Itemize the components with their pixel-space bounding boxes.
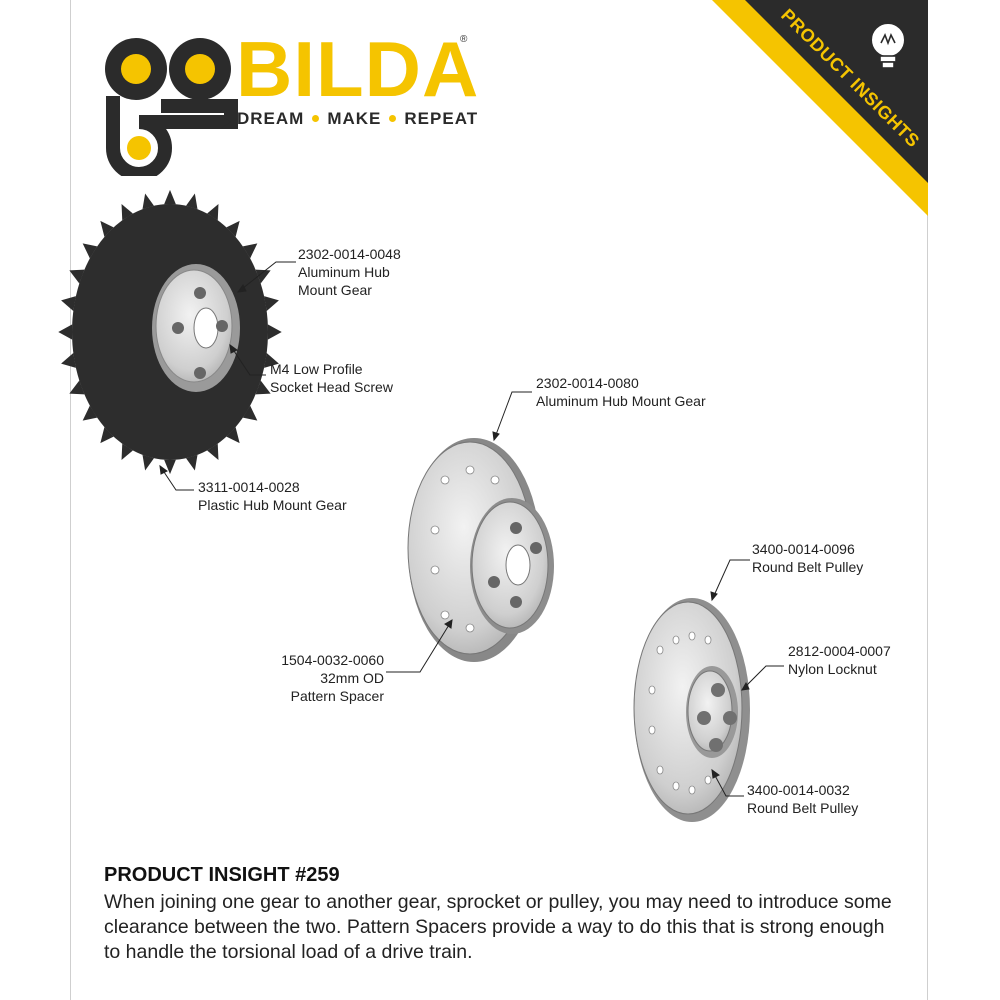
- callout-belt-pulley-96: 3400-0014-0096 Round Belt Pulley: [752, 541, 864, 575]
- parts-illustration: [58, 189, 784, 822]
- tagline-repeat: REPEAT: [404, 109, 479, 128]
- gobilda-logo: [105, 38, 238, 176]
- tagline-make: MAKE: [327, 109, 382, 128]
- brand-wordmark: BILDA: [236, 25, 480, 113]
- aluminum-hub-mount-gear-small: [152, 264, 240, 392]
- callout-belt-pulley-32: 3400-0014-0032 Round Belt Pulley: [747, 782, 859, 816]
- callout-nylon-locknut: 2812-0004-0007 Nylon Locknut: [788, 643, 891, 677]
- registered-mark: ®: [460, 34, 468, 45]
- insight-body: When joining one gear to another gear, s…: [104, 891, 892, 963]
- large-gear-assembly: [407, 438, 554, 662]
- tagline-dot: [389, 115, 397, 123]
- tagline-dream: DREAM: [237, 109, 305, 128]
- callout-pattern-spacer: 1504-0032-0060 32mm OD Pattern Spacer: [281, 652, 384, 704]
- insight-title: PRODUCT INSIGHT #259: [104, 864, 340, 886]
- sprocket-gear-assembly: [58, 189, 282, 475]
- callout-aluminum-hub-gear-80: 2302-0014-0080 Aluminum Hub Mount Gear: [536, 375, 706, 409]
- brand-tagline: DREAM MAKE REPEAT: [237, 109, 478, 129]
- callout-m4-screw: M4 Low Profile Socket Head Screw: [270, 361, 393, 395]
- tagline-dot: [312, 115, 320, 123]
- belt-pulley-assembly: [633, 598, 750, 822]
- callout-aluminum-hub-gear-48: 2302-0014-0048 Aluminum Hub Mount Gear: [298, 246, 401, 298]
- leader-lines: [159, 261, 784, 797]
- callout-plastic-hub-gear: 3311-0014-0028 Plastic Hub Mount Gear: [198, 479, 347, 513]
